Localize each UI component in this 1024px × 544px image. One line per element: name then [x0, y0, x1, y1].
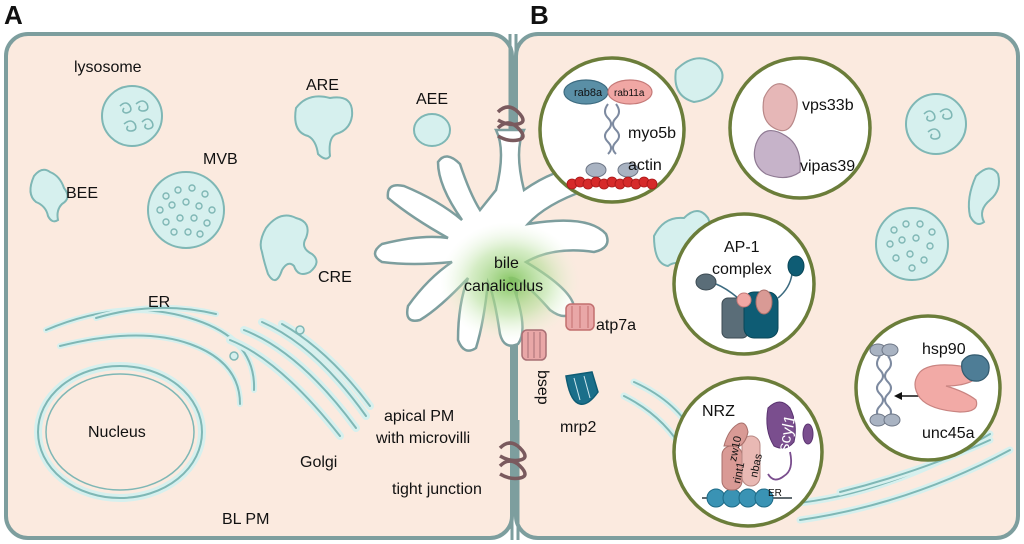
b-mvb	[875, 207, 949, 281]
er-network	[43, 304, 258, 407]
label-bile-2: canaliculus	[464, 278, 543, 295]
label-bee: BEE	[66, 185, 98, 202]
label-hsp90: hsp90	[922, 341, 966, 358]
bile-canaliculus	[373, 34, 609, 540]
label-rint1: rint1	[731, 461, 747, 484]
label-nucleus: Nucleus	[88, 424, 146, 441]
nucleus	[34, 362, 206, 502]
cre-endosome	[259, 214, 318, 281]
label-atp7a: atp7a	[596, 317, 636, 334]
actin-filament	[566, 176, 658, 190]
label-cre: CRE	[318, 269, 352, 286]
label-apical-pm-1: apical PM	[384, 408, 454, 425]
aee-endosome	[413, 113, 451, 147]
label-bsep: bsep	[534, 370, 551, 405]
atp7a-transporter	[565, 303, 595, 331]
label-vps33b: vps33b	[802, 97, 854, 114]
label-myo5b: myo5b	[628, 125, 676, 142]
tight-junction-bottom	[498, 441, 527, 481]
label-nbas: nbas	[748, 452, 765, 478]
b-endosome-top	[674, 57, 724, 104]
label-bl-pm: BL PM	[222, 511, 269, 528]
label-er: ER	[148, 294, 170, 311]
inset-hsp90	[854, 314, 1002, 462]
label-vipas39: vipas39	[800, 158, 855, 175]
panel-label-b: B	[530, 0, 549, 30]
label-nrz: NRZ	[702, 403, 735, 420]
label-zw10: zw10	[727, 435, 744, 463]
b-endosome-right	[967, 167, 1000, 225]
label-unc45a: unc45a	[922, 425, 975, 442]
label-apical-pm-2: with microvilli	[375, 430, 470, 447]
label-aee: AEE	[416, 91, 448, 108]
inset-myo5b	[538, 56, 686, 204]
b-lysosome	[905, 93, 967, 155]
label-lysosome: lysosome	[74, 59, 142, 76]
label-bile-1: bile	[494, 255, 519, 272]
label-ap1-complex: complex	[712, 261, 772, 278]
inset-ap1-complex	[672, 212, 816, 356]
inset-vps33b	[728, 56, 872, 200]
label-mrp2: mrp2	[560, 419, 597, 436]
label-rab8a: rab8a	[574, 87, 603, 99]
inset-nrz	[672, 376, 824, 528]
label-actin: actin	[628, 157, 662, 174]
label-nrz-er: ER	[768, 488, 782, 499]
label-mvb: MVB	[203, 151, 238, 168]
bsep-transporter	[521, 329, 547, 361]
panel-label-a: A	[4, 0, 23, 30]
label-tight-junction: tight junction	[392, 481, 482, 498]
label-are: ARE	[306, 77, 339, 94]
mvb	[147, 171, 225, 249]
label-rab11a: rab11a	[614, 88, 645, 99]
label-golgi: Golgi	[300, 454, 337, 471]
tight-junction-top	[496, 105, 525, 143]
label-ap1: AP-1	[724, 239, 760, 256]
are-endosome	[294, 95, 354, 160]
golgi	[226, 318, 374, 440]
lysosome	[101, 85, 163, 147]
bee-endosome	[29, 168, 69, 223]
mrp2-transporter	[565, 371, 599, 405]
